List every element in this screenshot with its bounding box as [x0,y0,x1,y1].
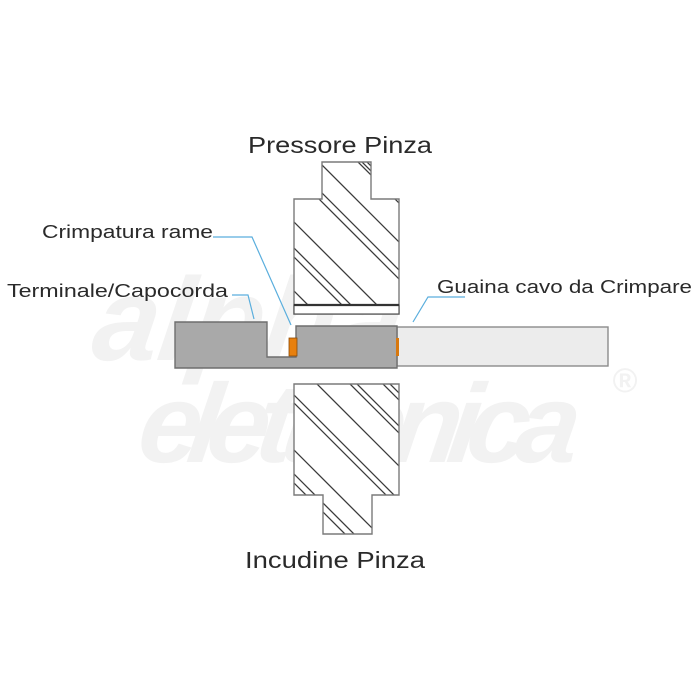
label-upper-jaw: Pressore Pinza [248,132,432,158]
copper-crimp-marker [288,337,298,357]
leader-sheath [412,296,465,323]
registered-mark: ® [612,362,638,400]
lower-jaw-hatching [294,384,399,534]
lower-jaw-outline [293,383,400,535]
label-copper-crimp: Crimpatura rame [42,222,213,242]
cable-sheath [396,326,609,367]
terminal [174,321,398,369]
label-terminal: Terminale/Capocorda [7,281,229,301]
leader-terminal [232,294,255,320]
label-lower-jaw: Incudine Pinza [245,547,425,573]
label-sheath: Guaina cavo da Crimpare [437,277,692,297]
copper-edge-marker [396,338,399,356]
leader-copper-crimp [213,236,292,326]
upper-jaw-plate [293,304,400,315]
